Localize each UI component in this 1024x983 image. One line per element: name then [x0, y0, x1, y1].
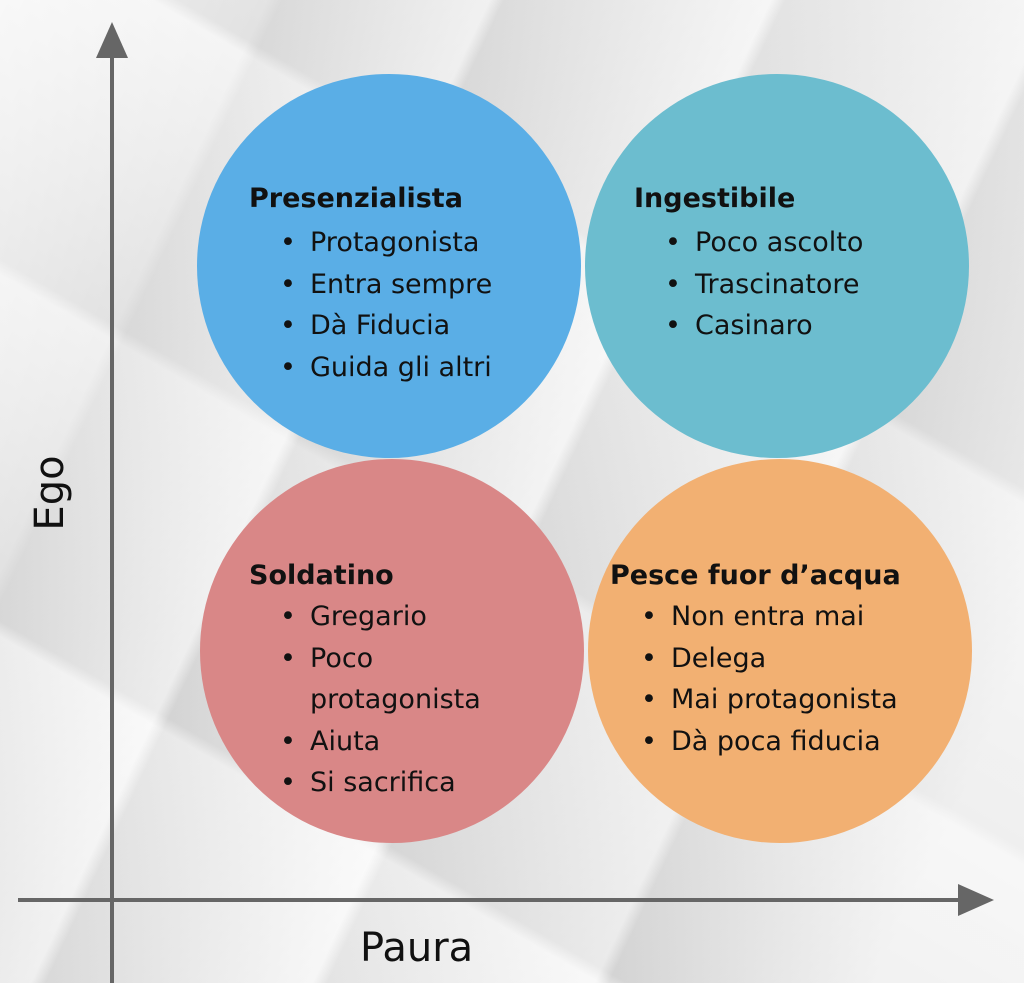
x-axis-label: Paura [360, 925, 474, 971]
list-item: Aiuta [280, 721, 530, 763]
list-item: Dà Fiducia [280, 305, 570, 347]
list-item: Entra sempre [280, 264, 570, 306]
list-item: Dà poca fiducia [641, 721, 941, 763]
list-item: Mai protagonista [641, 679, 941, 721]
list-item: Poco ascolto [665, 222, 955, 264]
list-pesce: Non entra mai Delega Mai protagonista Dà… [641, 596, 941, 762]
list-item: Si sacrifica [280, 762, 530, 804]
list-item: Guida gli altri [280, 347, 570, 389]
list-soldatino: Gregario Poco protagonista Aiuta Si sacr… [280, 596, 530, 804]
title-pesce: Pesce fuor d’acqua [610, 560, 901, 591]
list-ingestibile: Poco ascolto Trascinatore Casinaro [665, 222, 955, 347]
y-axis-arrow-icon [96, 22, 128, 58]
list-item: Delega [641, 638, 941, 680]
list-item: Poco protagonista [280, 638, 530, 721]
list-item: Protagonista [280, 222, 570, 264]
x-axis-arrow-icon [958, 884, 994, 916]
list-item: Gregario [280, 596, 530, 638]
list-item: Casinaro [665, 305, 955, 347]
title-presenzialista: Presenzialista [249, 183, 463, 214]
list-item: Non entra mai [641, 596, 941, 638]
y-axis-label: Ego [27, 455, 73, 531]
list-presenzialista: Protagonista Entra sempre Dà Fiducia Gui… [280, 222, 570, 388]
title-soldatino: Soldatino [249, 560, 394, 591]
title-ingestibile: Ingestibile [634, 183, 796, 214]
list-item: Trascinatore [665, 264, 955, 306]
